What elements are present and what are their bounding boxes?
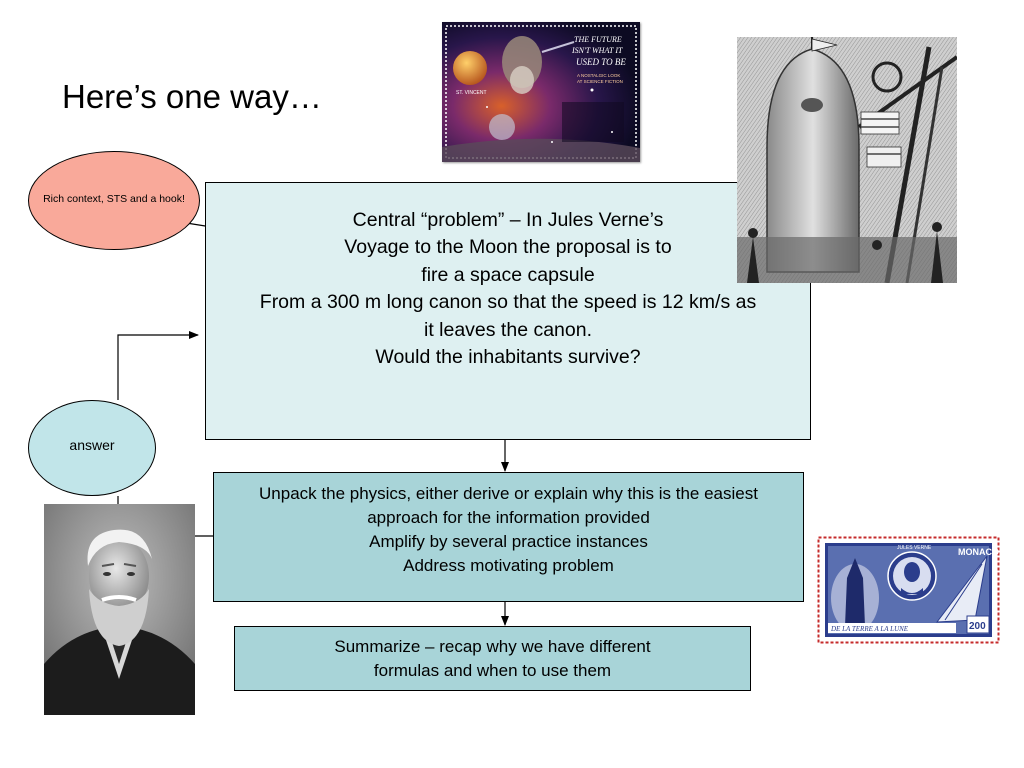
stamp-name-text: JULES VERNE (897, 545, 932, 551)
central-problem-line: Central “problem” – In Jules Verne’s (352, 208, 664, 231)
unpack-physics-line: approach for the information provided (367, 508, 650, 527)
stamp-caption-text: DE LA TERRE A LA LUNE (830, 625, 909, 633)
hook-callout: Rich context, STS and a hook! (28, 151, 200, 250)
unpack-physics-line: Address motivating problem (403, 556, 614, 575)
central-problem-line: From a 300 m long canon so that the spee… (259, 291, 757, 313)
answer-callout-text: answer (69, 437, 115, 453)
stamp-text: THE FUTURE (574, 35, 622, 44)
capsule-engraving-image (737, 37, 957, 283)
stamp-text: ISN'T WHAT IT (571, 46, 623, 55)
answer-callout: answer (28, 400, 156, 496)
answer-arrow (117, 331, 199, 400)
page-title: Here’s one way… (62, 78, 322, 115)
stamp-country-text: MONACO (958, 547, 999, 557)
stamp-text: USED TO BE (576, 57, 626, 67)
jules-verne-portrait-image (44, 504, 195, 715)
stamp-text: A NOSTALGIC LOOK (577, 73, 620, 78)
central-problem-line: it leaves the canon. (423, 318, 593, 341)
stamp-value-text: 200 (969, 621, 986, 632)
unpack-physics-line: Unpack the physics, either derive or exp… (259, 484, 758, 503)
hook-callout-text: Rich context, STS and a hook! (43, 192, 185, 205)
summarize-line: formulas and when to use them (373, 660, 612, 680)
space-stamp-image: THE FUTURE ISN'T WHAT IT USED TO BE A NO… (442, 22, 640, 162)
central-problem-line: Voyage to the Moon the proposal is to (344, 236, 672, 258)
central-problem-line: Would the inhabitants survive? (375, 346, 641, 368)
monaco-stamp-image: MONACO JULES VERNE DE LA TERRE A LA LUNE… (817, 536, 1000, 644)
unpack-physics-line: Amplify by several practice instances (369, 532, 648, 551)
central-problem-line: fire a space capsule (421, 263, 595, 286)
stamp-text: AT SCIENCE FICTION (577, 79, 623, 84)
central-problem-box: Central “problem” – In Jules Verne’s Voy… (205, 182, 811, 440)
summarize-line: Summarize – recap why we have different (334, 636, 651, 656)
unpack-physics-box: Unpack the physics, either derive or exp… (213, 472, 804, 602)
summarize-box: Summarize – recap why we have different … (234, 626, 751, 691)
stamp-text: ST. VINCENT (456, 90, 487, 96)
